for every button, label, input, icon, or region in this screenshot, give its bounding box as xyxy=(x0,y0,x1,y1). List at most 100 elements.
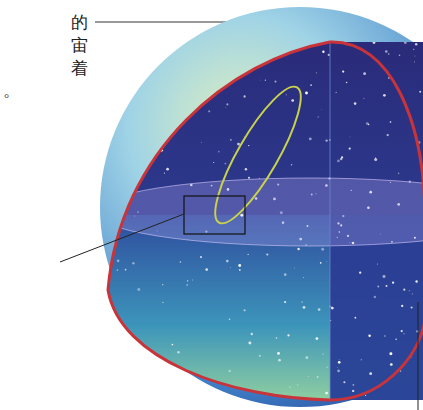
star-dot xyxy=(343,381,345,383)
star-dot xyxy=(352,390,354,392)
star-dot xyxy=(163,122,166,125)
star-dot xyxy=(386,285,388,287)
star-dot xyxy=(369,372,372,375)
star-dot xyxy=(137,288,140,291)
star-dot xyxy=(316,72,317,73)
star-dot xyxy=(359,272,361,274)
star-dot xyxy=(286,94,287,95)
star-dot xyxy=(226,260,229,263)
star-dot xyxy=(349,136,351,138)
star-dot xyxy=(266,253,268,255)
star-dot xyxy=(205,268,208,271)
star-dot xyxy=(94,375,95,376)
star-dot xyxy=(176,125,178,127)
star-dot xyxy=(122,70,124,72)
star-dot xyxy=(111,319,113,321)
star-dot xyxy=(136,53,138,55)
star-dot xyxy=(342,70,344,72)
star-dot xyxy=(307,375,309,377)
star-dot xyxy=(338,359,340,361)
star-dot xyxy=(341,156,343,158)
star-dot xyxy=(294,267,296,269)
star-dot xyxy=(134,116,136,118)
text-fragment: 着 xyxy=(70,58,89,78)
star-dot xyxy=(323,354,324,355)
star-dot xyxy=(297,248,299,250)
star-dot xyxy=(373,41,376,44)
star-dot xyxy=(162,302,163,303)
star-dot xyxy=(401,330,403,332)
star-dot xyxy=(352,384,354,386)
star-dot xyxy=(291,164,293,166)
star-dot xyxy=(325,392,328,395)
star-dot xyxy=(303,306,306,309)
star-dot xyxy=(121,74,123,76)
star-dot xyxy=(110,244,113,247)
star-dot xyxy=(403,333,404,334)
star-dot xyxy=(399,55,401,57)
star-dot xyxy=(337,366,339,368)
star-dot xyxy=(141,154,143,156)
star-dot xyxy=(233,68,234,69)
star-dot xyxy=(260,79,262,81)
star-dot xyxy=(218,151,220,153)
leader-line xyxy=(60,214,184,262)
star-dot xyxy=(365,395,366,396)
star-dot xyxy=(354,102,357,105)
star-dot xyxy=(383,275,386,278)
star-dot xyxy=(136,373,138,375)
star-dot xyxy=(172,344,174,346)
star-dot xyxy=(388,53,389,54)
star-dot xyxy=(113,313,115,315)
star-dot xyxy=(414,55,416,57)
star-dot xyxy=(346,82,348,84)
star-dot xyxy=(200,141,202,143)
star-dot xyxy=(259,355,261,357)
star-dot xyxy=(276,337,278,339)
star-dot xyxy=(414,61,415,62)
star-dot xyxy=(305,92,308,95)
star-dot xyxy=(135,109,137,111)
star-dot xyxy=(320,262,322,264)
star-dot xyxy=(225,163,227,165)
star-dot xyxy=(132,262,134,264)
star-dot xyxy=(214,394,216,396)
star-dot xyxy=(363,97,365,99)
star-dot xyxy=(355,317,357,319)
star-dot xyxy=(113,51,114,52)
star-dot xyxy=(165,388,166,389)
star-dot xyxy=(349,148,351,150)
star-dot xyxy=(187,280,188,281)
star-dot xyxy=(385,50,387,52)
star-dot xyxy=(384,335,385,336)
star-dot xyxy=(295,46,298,49)
star-dot xyxy=(337,370,340,373)
star-dot xyxy=(374,158,377,161)
star-dot xyxy=(303,277,305,279)
star-dot xyxy=(413,49,414,50)
star-dot xyxy=(265,80,266,81)
star-dot xyxy=(104,345,105,346)
star-dot xyxy=(274,81,276,83)
star-dot xyxy=(248,145,249,146)
star-dot xyxy=(248,177,250,179)
star-dot xyxy=(133,98,134,99)
star-dot xyxy=(161,124,163,126)
star-dot xyxy=(287,334,289,336)
cutaway-interior xyxy=(90,30,423,410)
star-dot xyxy=(162,284,163,285)
star-dot xyxy=(140,77,142,79)
star-dot xyxy=(383,94,386,97)
star-dot xyxy=(277,352,280,355)
star-dot xyxy=(125,269,127,271)
star-dot xyxy=(192,279,194,281)
star-dot xyxy=(122,147,124,149)
star-dot xyxy=(377,264,378,265)
star-dot xyxy=(368,335,370,337)
star-dot xyxy=(128,148,131,151)
star-dot xyxy=(238,264,241,267)
star-dot xyxy=(390,121,392,123)
star-dot xyxy=(327,367,328,368)
cut-edge xyxy=(108,42,330,400)
